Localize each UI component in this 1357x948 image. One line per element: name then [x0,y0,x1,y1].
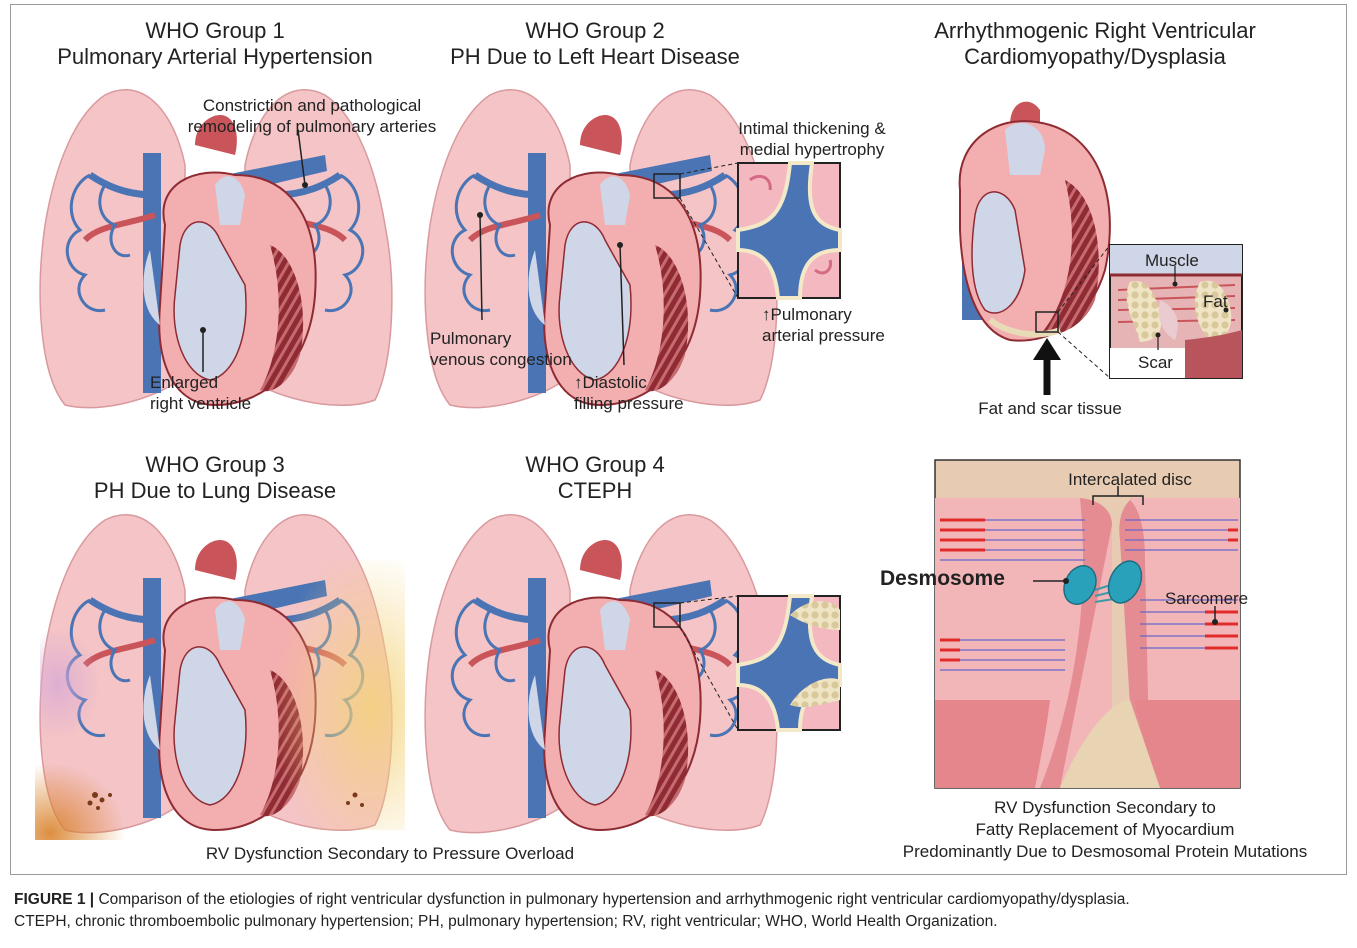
sarcomere-label: Sarcomere [1165,588,1245,609]
caption-line1: Comparison of the etiologies of right ve… [94,891,1130,908]
group3-title-line1: WHO Group 3 [30,452,400,478]
group4-title-line1: WHO Group 4 [410,452,780,478]
group1-title-line1: WHO Group 1 [30,18,400,44]
figure-caption: FIGURE 1 | Comparison of the etiologies … [14,889,1344,933]
group2-title: WHO Group 2 PH Due to Left Heart Disease [410,18,780,70]
arvc-heart-illustration [960,102,1110,395]
enlarged-rv-label: Enlarged right ventricle [150,372,280,414]
muscle-label: Muscle [1145,250,1215,271]
group3-title-line2: PH Due to Lung Disease [30,478,400,504]
group3-title: WHO Group 3 PH Due to Lung Disease [30,452,400,504]
diastolic-label: ↑Diastolic filling pressure [574,372,714,414]
intercalated-disc-panel [935,460,1240,788]
fat-label: Fat [1203,291,1243,312]
group3-right-lung-tint [240,560,405,830]
arvc-title-line1: Arrhythmogenic Right Ventricular [900,18,1290,44]
group2-title-line1: WHO Group 2 [410,18,780,44]
pressure-overload-summary: RV Dysfunction Secondary to Pressure Ove… [140,843,640,865]
group1-title: WHO Group 1 Pulmonary Arterial Hypertens… [30,18,400,70]
pulm-pressure-label: ↑Pulmonary arterial pressure [762,304,912,346]
group4-title: WHO Group 4 CTEPH [410,452,780,504]
desmosome-label: Desmosome [880,568,1030,589]
intimal-label: Intimal thickening & medial hypertrophy [722,118,902,160]
venous-congestion-label: Pulmonary venous congestion [430,328,600,370]
arvc-summary: RV Dysfunction Secondary to Fatty Replac… [900,797,1310,863]
arvc-title-line2: Cardiomyopathy/Dysplasia [900,44,1290,70]
group4-title-line2: CTEPH [410,478,780,504]
intercalated-disc-label: Intercalated disc [1055,469,1205,490]
arvc-title: Arrhythmogenic Right Ventricular Cardiom… [900,18,1290,70]
constriction-label: Constriction and pathological remodeling… [182,95,442,137]
caption-label: FIGURE 1 | [14,891,94,908]
group1-title-line2: Pulmonary Arterial Hypertension [30,44,400,70]
fat-scar-tissue-label: Fat and scar tissue [960,398,1140,419]
group2-inset-artery [738,163,840,298]
group4-lung-heart-illustration [425,515,777,833]
group1-lung-heart-illustration [40,90,392,408]
group4-inset-thrombus [738,596,840,730]
group2-title-line2: PH Due to Left Heart Disease [410,44,780,70]
caption-line2: CTEPH, chronic thromboembolic pulmonary … [14,911,1344,933]
scar-label: Scar [1138,352,1188,373]
